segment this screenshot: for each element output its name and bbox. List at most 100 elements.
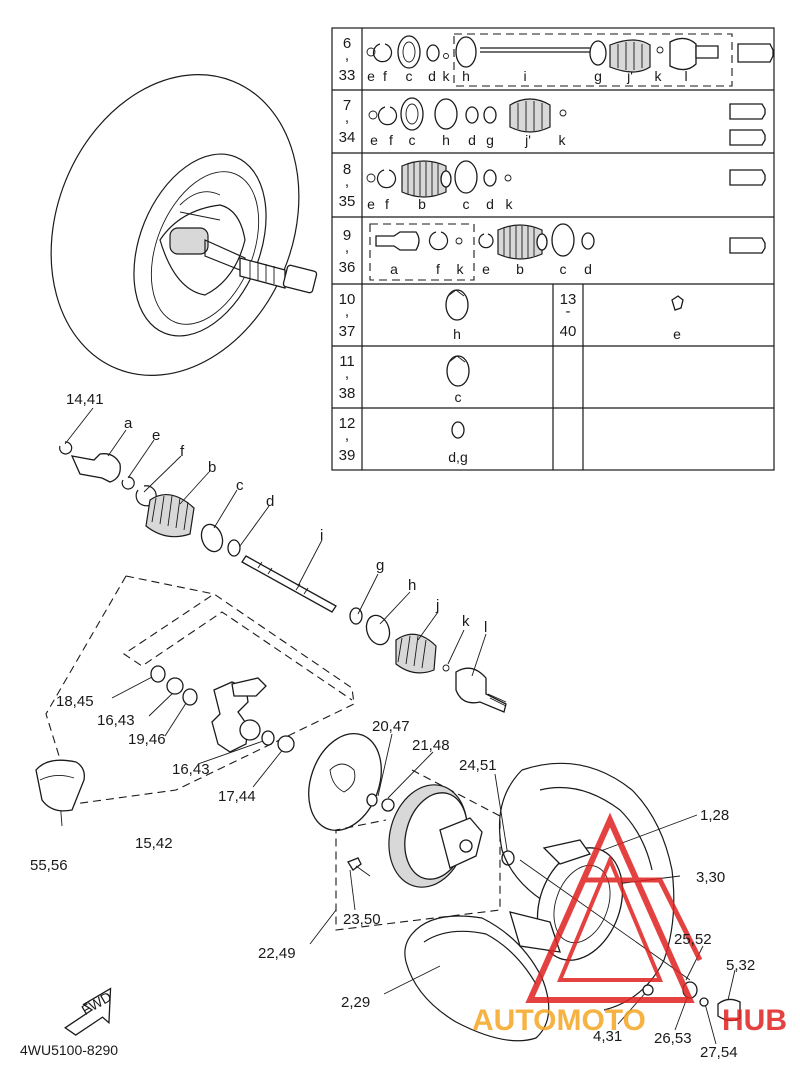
label-23-50: 23,50 — [343, 911, 381, 928]
row-6-letter-i: i — [523, 68, 526, 84]
row-7-letter-k: k — [559, 132, 567, 148]
label-18-45: 18,45 — [56, 693, 94, 710]
row-6-letter-f: f — [383, 68, 387, 84]
leader-lines — [59, 407, 736, 1045]
label-j: j — [435, 597, 439, 614]
logo-text-left: AUTOMOTO — [472, 1004, 646, 1037]
label-3-30: 3,30 — [696, 869, 725, 886]
label-55-56: 55,56 — [30, 857, 68, 874]
row-36-num: 36 — [339, 259, 356, 276]
label-19-46: 19,46 — [128, 731, 166, 748]
row-10-num: 10 — [339, 291, 356, 308]
label-26-53: 26,53 — [654, 1030, 692, 1047]
row-10-letter-h: h — [453, 326, 461, 342]
logo-text-right: HUB — [722, 1004, 787, 1037]
row-9-parts — [369, 223, 766, 281]
label-16-43-a: 16,43 — [97, 712, 135, 729]
row-11-num: 11 — [339, 353, 355, 370]
row-8-letter-f: f — [385, 196, 389, 212]
row-6-letter-l: l — [684, 68, 687, 84]
row-6-letter-k: k — [443, 68, 451, 84]
row-6-letter-j: j' — [626, 68, 633, 84]
label-b: b — [208, 459, 216, 476]
row-7-letter-h: h — [442, 132, 450, 148]
row-33-num: 33 — [339, 67, 356, 84]
label-d: d — [266, 493, 274, 510]
label-25-52: 25,52 — [674, 931, 712, 948]
label-k: k — [462, 613, 470, 630]
diagram-code: 4WU5100-8290 — [20, 1042, 118, 1058]
label-16-43-b: 16,43 — [172, 761, 210, 778]
row-7-letter-e: e — [370, 132, 378, 148]
exploded-labels: 14,41 a e f b c d i g h j k l 18,45 16,4… — [30, 391, 755, 1061]
row-12-letter-dg: d,g — [448, 449, 467, 465]
row-39-num: 39 — [339, 447, 356, 464]
row-7-letter-f: f — [389, 132, 393, 148]
row-7-letter-c: c — [409, 132, 416, 148]
row-7-letter-d: d — [468, 132, 476, 148]
label-2-29: 2,29 — [341, 994, 370, 1011]
row-9-letter-b: b — [516, 261, 524, 277]
kit-table: 6 , 33 7 , 34 8 , 35 9 , 36 10 , 37 11 ,… — [331, 27, 775, 471]
label-g: g — [376, 557, 384, 574]
row-9-letter-f: f — [436, 261, 440, 277]
row-11-letter-c: c — [455, 389, 462, 405]
row-7-num: 7 — [343, 97, 351, 114]
label-24-51: 24,51 — [459, 757, 497, 774]
row-7-letter-j: j' — [524, 132, 531, 148]
row-34-num: 34 — [339, 129, 356, 146]
label-21-48: 21,48 — [412, 737, 450, 754]
row-13-sep: - — [566, 303, 571, 320]
label-27-54: 27,54 — [700, 1044, 738, 1061]
row-6-letter-g: g — [594, 68, 602, 84]
knuckle-group — [35, 575, 355, 812]
row-6-letter-d: d — [428, 68, 436, 84]
fwd-arrow: FWD — [64, 987, 114, 1036]
label-20-47: 20,47 — [372, 718, 410, 735]
row-11-sep: , — [345, 365, 349, 382]
tire-illustration-top — [50, 74, 318, 376]
label-22-49: 22,49 — [258, 945, 296, 962]
row-9-letter-a: a — [390, 261, 398, 277]
row-13-num: 13 — [560, 291, 577, 308]
row-8-num: 8 — [343, 161, 351, 178]
row-38-num: 38 — [339, 385, 356, 402]
row-8-letter-e: e — [367, 196, 375, 212]
row-13-letter-e: e — [673, 326, 681, 342]
row-6-parts — [366, 33, 774, 87]
label-4-31: 4,31 — [593, 1028, 622, 1045]
row-37-num: 37 — [339, 323, 356, 340]
row-8-letter-d: d — [486, 196, 494, 212]
label-l: l — [484, 619, 487, 636]
row-8-sep: , — [345, 173, 349, 190]
row-12-sep: , — [345, 427, 349, 444]
row-6-letter-e: e — [367, 68, 375, 84]
row-7-letter-g: g — [486, 132, 494, 148]
label-17-44: 17,44 — [218, 788, 256, 805]
row-7-parts — [368, 97, 766, 146]
row-35-num: 35 — [339, 193, 356, 210]
label-5-32: 5,32 — [726, 957, 755, 974]
driveshaft-parts — [59, 441, 507, 713]
row-8-letter-c: c — [463, 196, 470, 212]
label-15-42: 15,42 — [135, 835, 173, 852]
hub-assembly — [308, 732, 515, 931]
row-11-parts — [446, 355, 470, 387]
row-9-num: 9 — [343, 227, 351, 244]
label-1-28: 1,28 — [700, 807, 729, 824]
row-9-sep: , — [345, 239, 349, 256]
row-10-sep: , — [345, 303, 349, 320]
label-h: h — [408, 577, 416, 594]
row-8-letter-k: k — [506, 196, 514, 212]
row-6-letter-h: h — [462, 68, 470, 84]
label-i: i — [320, 527, 323, 544]
row-8-parts — [366, 160, 766, 198]
row-6-letter-k2: k — [655, 68, 663, 84]
row-12-parts — [451, 421, 465, 439]
row-8-letter-b: b — [418, 196, 426, 212]
label-a: a — [124, 415, 133, 432]
row-40-num: 40 — [560, 323, 577, 340]
row-9-letter-e: e — [482, 261, 490, 277]
label-f: f — [180, 443, 185, 460]
